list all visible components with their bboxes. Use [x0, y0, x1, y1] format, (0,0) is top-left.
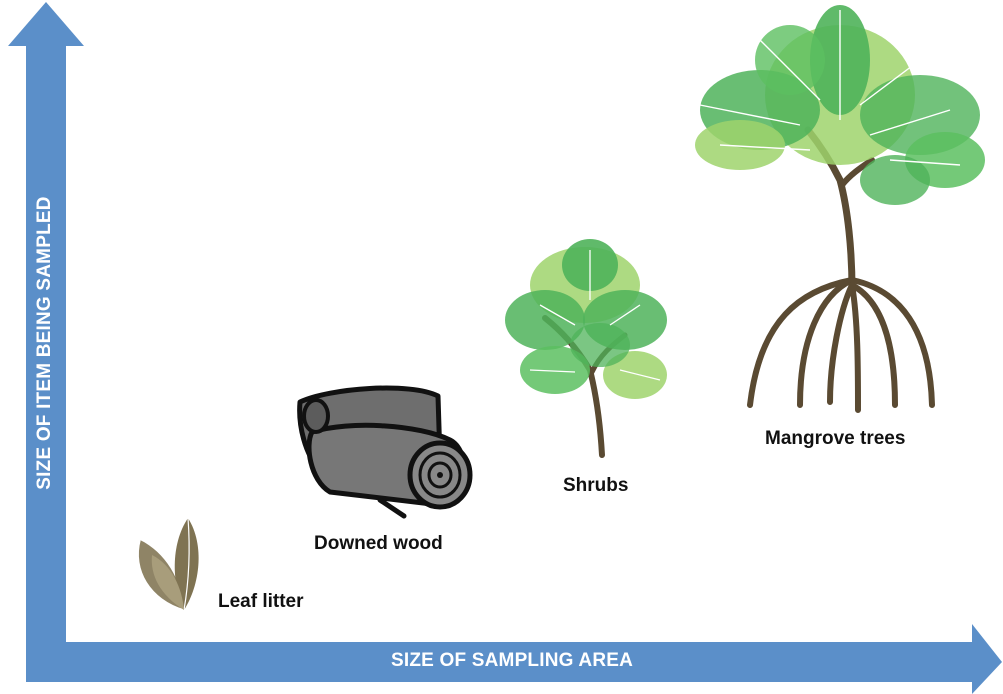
log-icon	[300, 388, 470, 516]
mangrove-trees-label: Mangrove trees	[765, 428, 905, 450]
mangrove-tree-icon	[695, 5, 985, 410]
shrubs-label: Shrubs	[563, 475, 628, 497]
downed-wood-label: Downed wood	[314, 533, 443, 555]
x-axis-label: SIZE OF SAMPLING AREA	[391, 650, 633, 672]
leaf-litter-icon	[138, 518, 198, 610]
shrub-icon	[505, 239, 667, 455]
leaf-litter-label: Leaf litter	[218, 591, 304, 613]
y-axis-label: SIZE OF ITEM BEING SAMPLED	[34, 196, 56, 489]
